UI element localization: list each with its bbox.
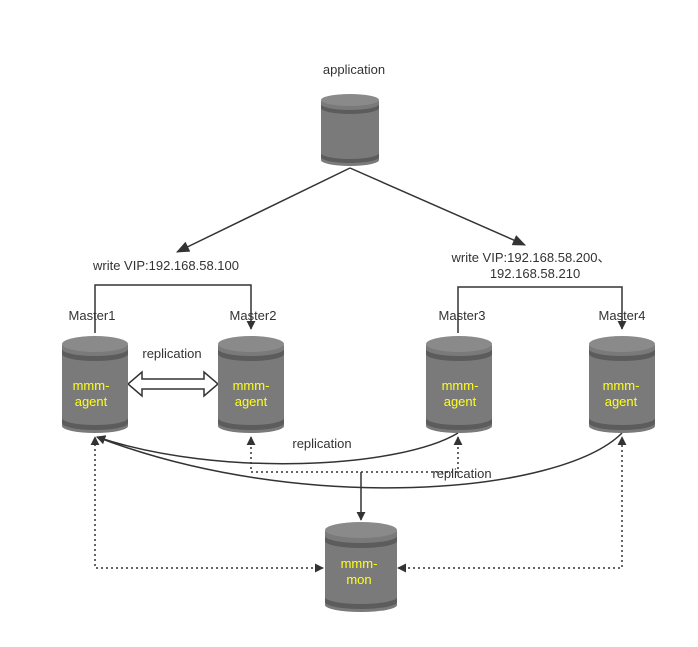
vip-right-label-line2: 192.168.58.210 <box>490 266 580 281</box>
master1-agent-text-line1: mmm- <box>73 378 110 393</box>
application-label: application <box>323 62 385 77</box>
master2-agent-text-line1: mmm- <box>233 378 270 393</box>
master2-database-icon <box>218 336 284 433</box>
replication-label-mid: replication <box>292 436 351 451</box>
monitor-to-master4-dotted <box>397 436 627 573</box>
monitor-to-master2-dotted <box>246 436 361 473</box>
app-to-vip-right-arrow <box>349 167 527 246</box>
monitor-database-icon <box>325 522 397 612</box>
master1-agent-text-line2: agent <box>75 394 108 409</box>
vip-left-label: write VIP:192.168.58.100 <box>92 258 239 273</box>
master2-agent-text-line2: agent <box>235 394 268 409</box>
master3-label: Master3 <box>439 308 486 323</box>
vip-right-label-line1: write VIP:192.168.58.200、 <box>451 250 611 265</box>
master3-agent-text-line2: agent <box>444 394 477 409</box>
app-to-vip-left-arrow <box>176 167 351 253</box>
vip-right-bracket <box>457 286 627 333</box>
monitor-text-line1: mmm- <box>341 556 378 571</box>
master4-to-master1-replication-curve <box>96 432 623 489</box>
monitor-to-master3-dotted <box>361 436 463 473</box>
master1-database-icon <box>62 336 128 433</box>
master4-agent-text-line2: agent <box>605 394 638 409</box>
master3-database-icon <box>426 336 492 433</box>
master4-agent-text-line1: mmm- <box>603 378 640 393</box>
replication-label-top: replication <box>142 346 201 361</box>
master1-master2-replication-arrow <box>126 370 220 398</box>
replication-label-low: replication <box>432 466 491 481</box>
monitor-text-line2: mon <box>346 572 371 587</box>
master4-label: Master4 <box>599 308 646 323</box>
application-database-icon <box>321 94 379 166</box>
master4-database-icon <box>589 336 655 433</box>
master2-label: Master2 <box>230 308 277 323</box>
master1-label: Master1 <box>69 308 116 323</box>
monitor-to-master1-dotted <box>90 436 324 573</box>
vip-left-bracket <box>94 284 256 333</box>
master3-agent-text-line1: mmm- <box>442 378 479 393</box>
master3-to-master1-replication-curve <box>96 432 459 465</box>
